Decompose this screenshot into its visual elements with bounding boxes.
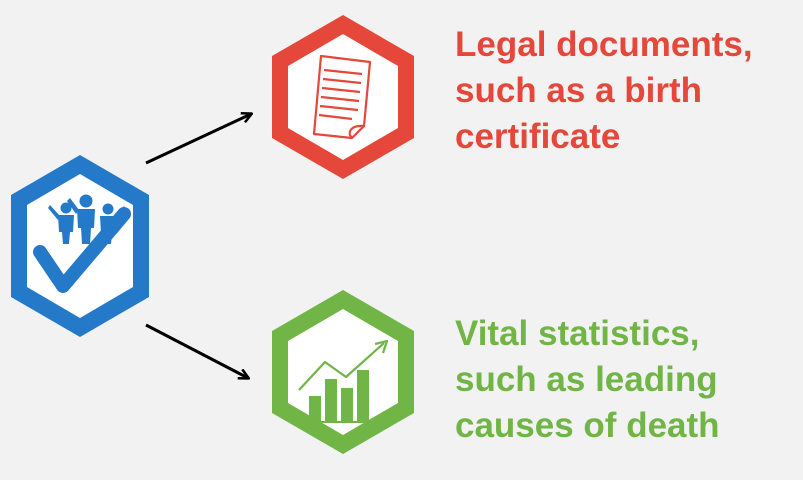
trend-line [298,342,385,391]
chart-bar-4 [357,370,369,421]
vital-statistics-label: Vital statistics, such as leading causes… [455,311,720,449]
chart-bar-3 [341,388,353,421]
trend-arrowhead [374,339,389,354]
legal-label-line-1: Legal documents, [455,25,753,64]
vital-label-line-2: such as leading [455,359,718,399]
legal-documents-label: Legal documents, such as a birth certifi… [455,22,753,160]
legal-label-line-2: such as a birth [455,70,703,110]
document-icon [312,54,372,140]
vital-label-line-3: causes of death [455,405,720,445]
vital-node [272,290,414,454]
arrow-to-vital [145,323,248,378]
vital-label-line-1: Vital statistics, [455,314,700,353]
chart-bar-1 [309,396,321,421]
arrow-to-legal [145,114,251,165]
checkmark-icon [33,207,131,293]
bar-chart-trend-icon [298,339,389,423]
chart-bar-2 [325,379,337,421]
legal-node [272,15,414,179]
center-node [11,155,149,337]
legal-label-line-3: certificate [455,116,621,156]
